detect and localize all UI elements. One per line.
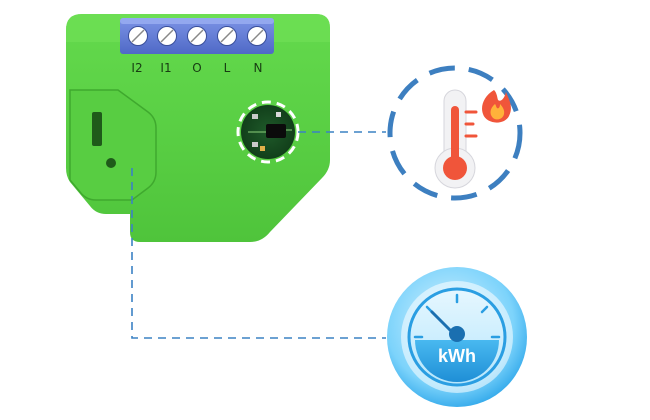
screw-slot	[250, 29, 264, 43]
button-slot[interactable]	[92, 112, 102, 146]
terminal-label-i1: I1	[160, 61, 171, 75]
terminal-block	[120, 18, 274, 54]
thermometer-icon	[434, 89, 478, 189]
meter-kwh-band	[415, 340, 499, 382]
flame-inner	[490, 104, 505, 120]
temperature-sensor-icon	[387, 65, 523, 201]
terminal-label-l: L	[224, 61, 231, 75]
connector-to-meter	[131, 168, 386, 339]
device-side-bump	[69, 89, 157, 201]
terminal-label-o: O	[192, 61, 201, 75]
pcb-component	[276, 112, 281, 117]
thermometer-bulb	[443, 156, 467, 180]
screw-slot	[131, 29, 145, 43]
smart-relay-module: I2 I1 O L N	[66, 14, 330, 242]
screw-slot	[190, 29, 204, 43]
needle-hub	[449, 326, 465, 342]
pcb-component	[260, 146, 265, 151]
meter-tick	[480, 305, 489, 314]
pcb-component	[252, 142, 258, 147]
flame-icon	[482, 90, 511, 123]
terminal-label-n: N	[254, 61, 263, 75]
screw-slot	[160, 29, 174, 43]
thermometer-mercury	[451, 106, 459, 166]
terminal-block-top-edge	[120, 18, 274, 24]
gauge-needle-icon	[430, 310, 465, 342]
pcb-component	[252, 114, 258, 119]
meter-unit-label: kWh	[438, 346, 476, 366]
terminal-label-i2: I2	[131, 61, 142, 75]
led-indicator	[106, 158, 116, 168]
connector-lines	[131, 131, 386, 339]
energy-meter-icon: kWh	[387, 267, 527, 407]
screw-slot	[220, 29, 234, 43]
pcb-chip	[266, 124, 286, 138]
temperature-dashed-ring	[387, 65, 523, 201]
